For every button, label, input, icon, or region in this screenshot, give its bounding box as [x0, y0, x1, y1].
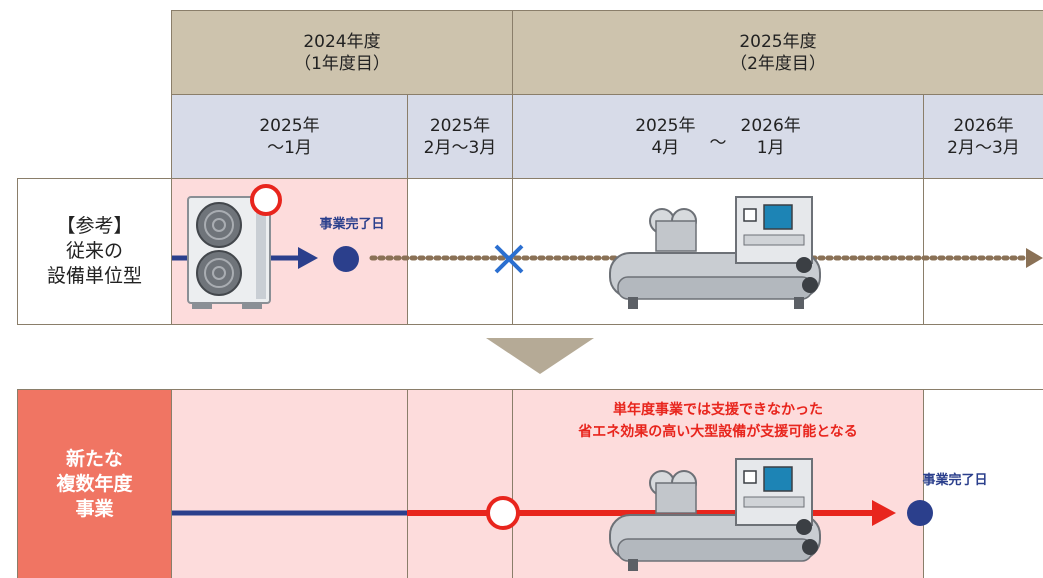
period-header-3-start: 2025年 4月 — [635, 115, 696, 158]
large-chiller-machine-icon-new — [609, 458, 821, 571]
new-cell-1 — [171, 389, 408, 578]
red-circle-mark-icon — [250, 184, 282, 216]
reference-milestone-label: 事業完了日 — [319, 217, 385, 232]
reference-row-label: 【参考】 従来の 設備単位型 — [17, 178, 172, 325]
period-header-4: 2026年 2月～3月 — [923, 94, 1043, 179]
reference-cell-4 — [923, 178, 1043, 325]
period-header-2-label: 2025年 2月～3月 — [423, 115, 497, 158]
reference-cell-2 — [407, 178, 513, 325]
new-row-label-text: 新たな 複数年度 事業 — [56, 447, 133, 520]
cross-mark-icon — [494, 244, 524, 274]
period-header-2: 2025年 2月～3月 — [407, 94, 513, 179]
new-start-circle-icon — [486, 496, 520, 530]
reference-cell-3 — [512, 178, 924, 325]
year-header-2024: 2024年度 （1年度目） — [171, 10, 513, 95]
new-row-label: 新たな 複数年度 事業 — [17, 389, 172, 578]
period-header-3: 2025年 4月 ～ 2026年 1月 — [512, 94, 924, 179]
large-chiller-machine-icon — [609, 196, 821, 309]
new-cell-2 — [407, 389, 513, 578]
reference-milestone-dot — [333, 246, 359, 272]
reference-row-label-text: 【参考】 従来の 設備単位型 — [46, 215, 142, 287]
year-header-2025-label: 2025年度 （2年度目） — [730, 31, 826, 74]
period-header-1-label: 2025年 ～1月 — [259, 115, 320, 158]
period-header-3-end: 2026年 1月 — [740, 115, 801, 158]
new-row-note: 単年度事業では支援できなかった 省エネ効果の高い大型設備が支援可能となる — [578, 402, 858, 440]
period-header-1: 2025年 ～1月 — [171, 94, 408, 179]
air-conditioner-outdoor-unit-icon — [187, 196, 271, 309]
year-header-2024-label: 2024年度 （1年度目） — [294, 31, 390, 74]
new-cell-4 — [923, 389, 1043, 578]
period-header-4-label: 2026年 2月～3月 — [947, 115, 1020, 158]
new-milestone-dot — [907, 500, 933, 526]
new-milestone-label: 事業完了日 — [922, 473, 988, 488]
period-header-3-separator: ～ — [709, 133, 727, 153]
